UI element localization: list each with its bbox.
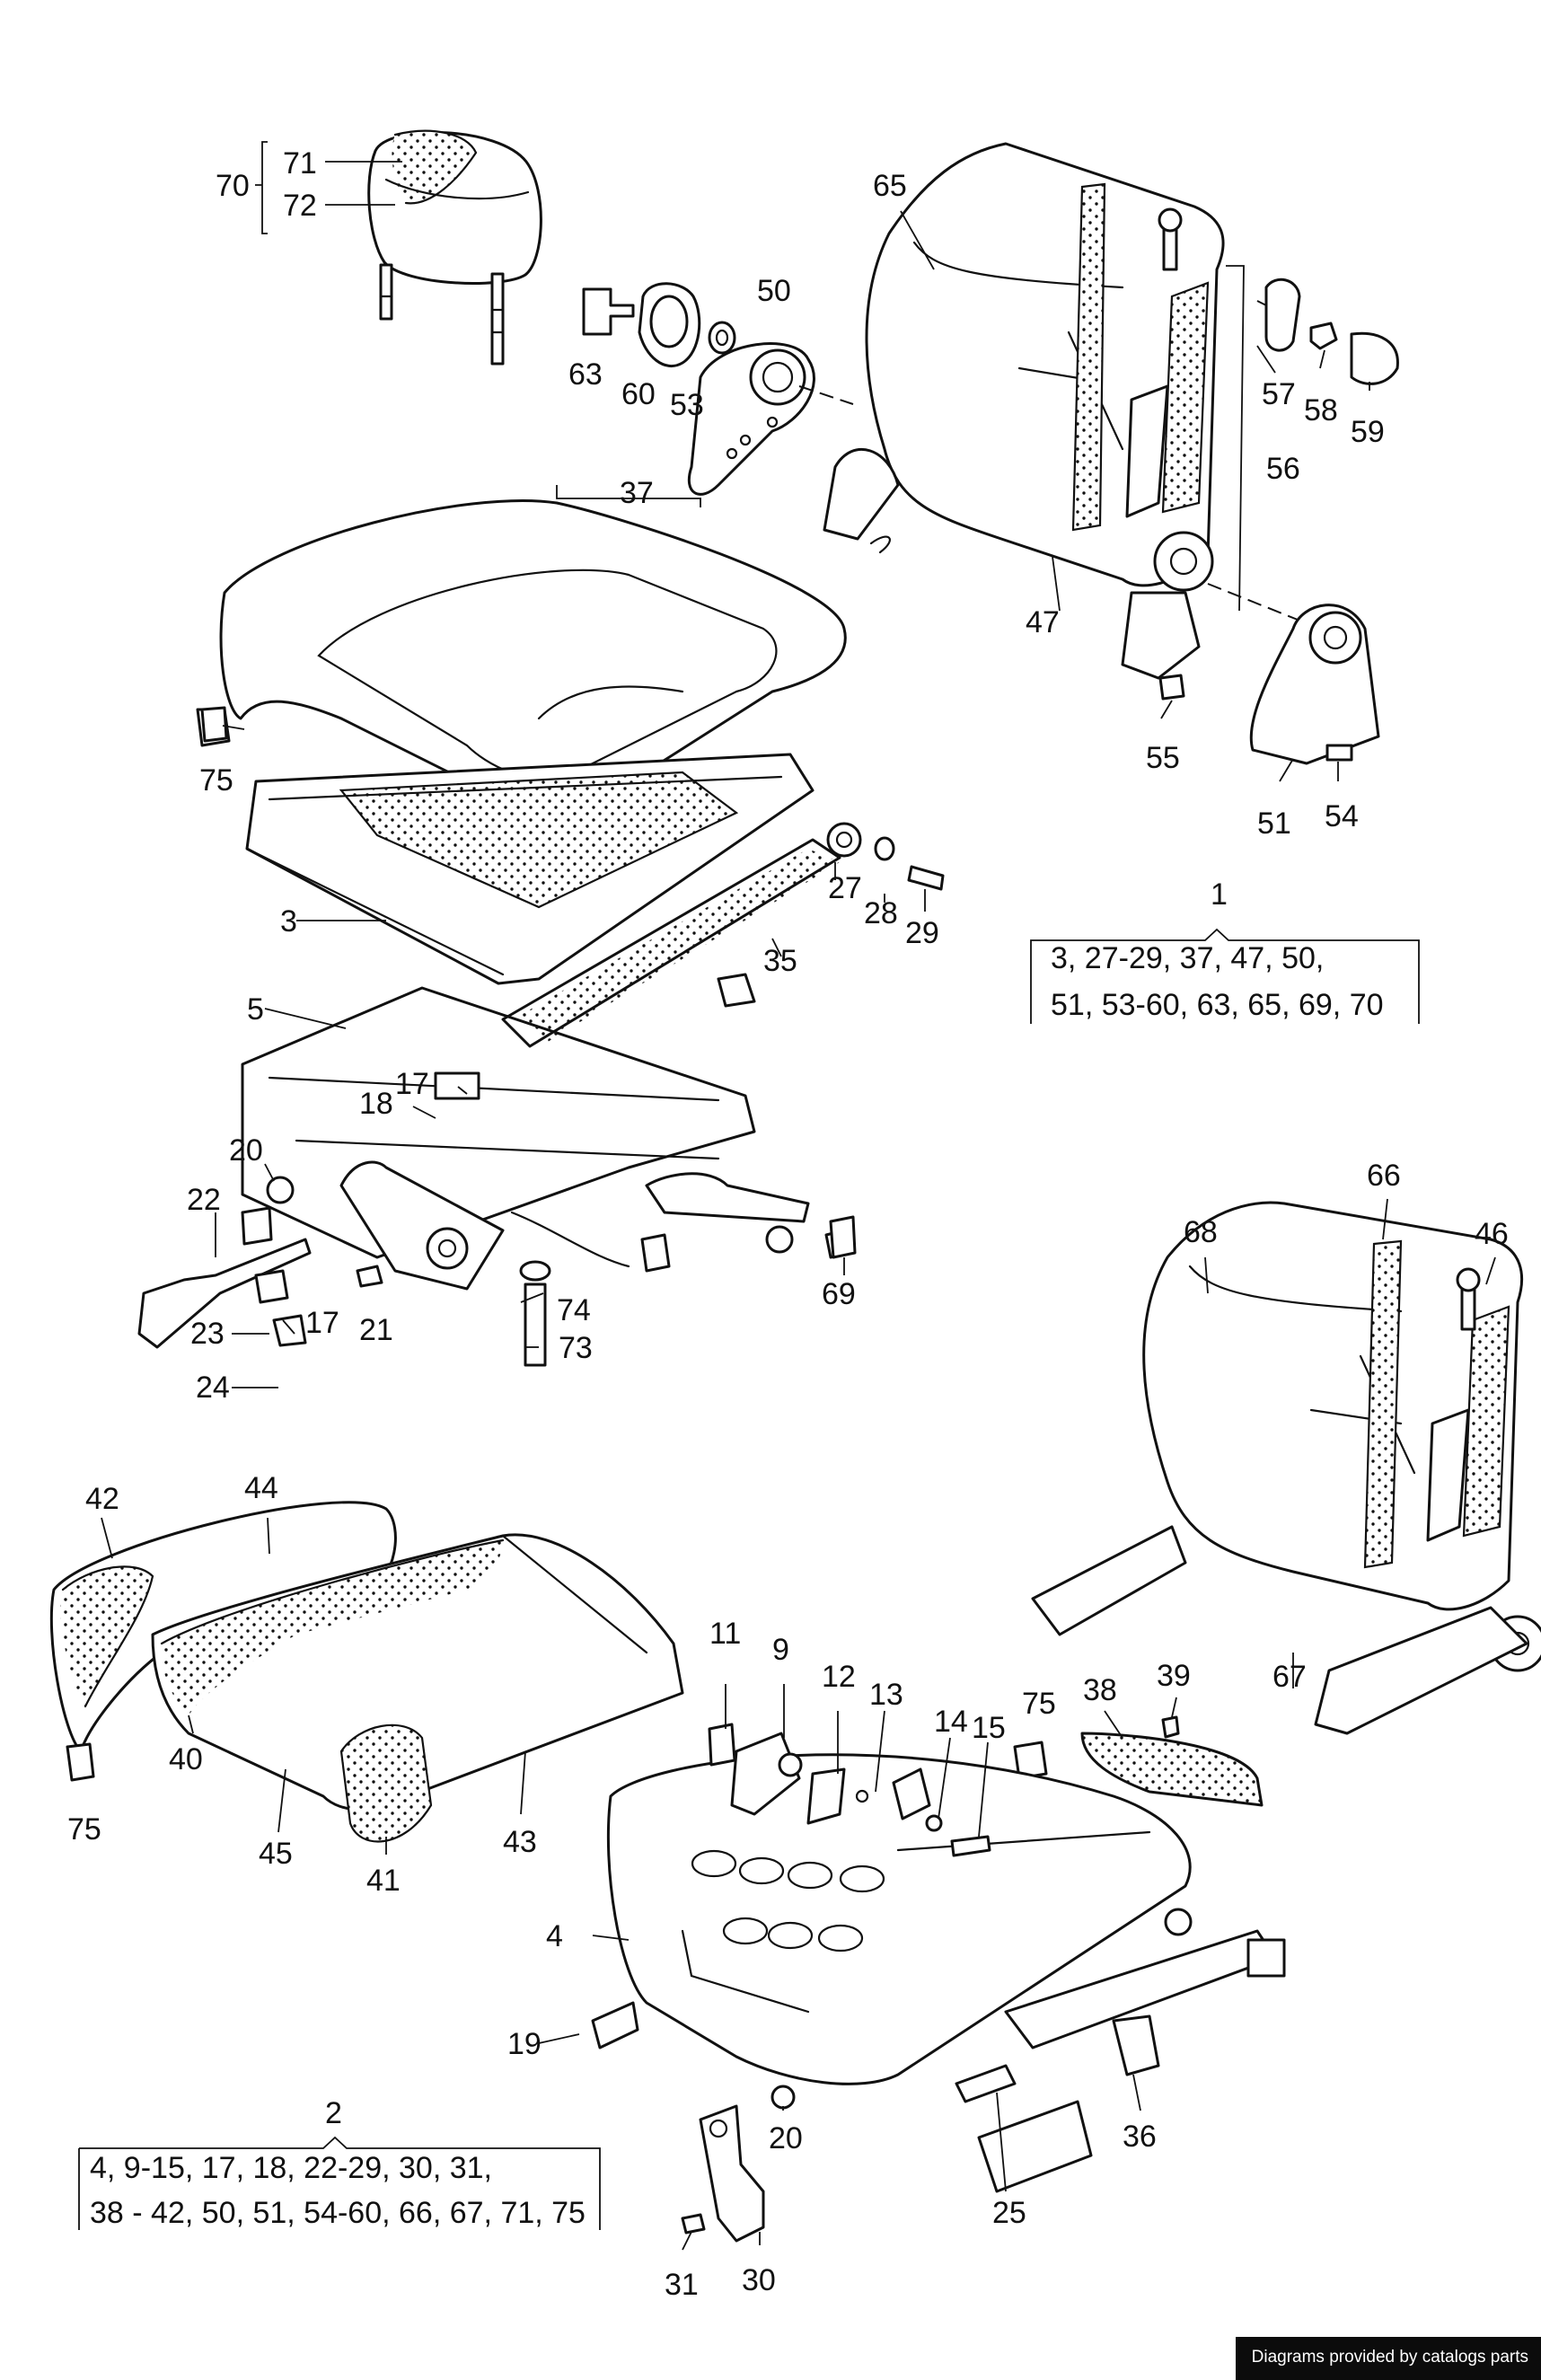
kit-1-line-1: 3, 27-29, 37, 47, 50, — [1051, 941, 1324, 975]
callout-54: 54 — [1325, 799, 1359, 833]
recliner-knob-part — [582, 282, 815, 496]
callout-39: 39 — [1157, 1659, 1191, 1693]
callout-30: 30 — [742, 2263, 776, 2297]
kit-lists: 3, 27-29, 37, 47, 50, 51, 53-60, 63, 65,… — [90, 941, 1384, 2230]
callout-labels: 1 2 3 4 5 9 11 12 13 14 15 17 17 18 19 2… — [67, 146, 1509, 2302]
headrest-part — [367, 129, 542, 366]
callout-57: 57 — [1262, 377, 1296, 411]
callout-13: 13 — [869, 1678, 903, 1712]
callout-74: 74 — [557, 1293, 591, 1327]
callout-2: 2 — [325, 2096, 342, 2130]
callout-20b: 20 — [769, 2121, 803, 2155]
callout-63: 63 — [568, 357, 603, 392]
callout-1: 1 — [1211, 877, 1228, 912]
callout-60: 60 — [621, 377, 656, 411]
callout-53: 53 — [670, 388, 704, 422]
clip-part — [829, 1215, 857, 1259]
callout-21: 21 — [359, 1313, 393, 1347]
callout-75c: 75 — [1022, 1687, 1056, 1721]
backrest-part — [823, 142, 1225, 680]
seat-trim-part — [501, 822, 945, 1048]
callout-47: 47 — [1026, 605, 1060, 639]
lower-seat-frame-part — [606, 1753, 1286, 2085]
callout-12: 12 — [822, 1660, 856, 1694]
sport-backrest-part — [1031, 1201, 1541, 1735]
callout-67: 67 — [1272, 1660, 1307, 1694]
kit-2-line-1: 4, 9-15, 17, 18, 22-29, 30, 31, — [90, 2151, 492, 2185]
callout-17b: 17 — [305, 1306, 339, 1340]
callout-75b: 75 — [67, 1812, 101, 1847]
kit-1-line-2: 51, 53-60, 63, 65, 69, 70 — [1051, 988, 1384, 1022]
callout-59: 59 — [1351, 415, 1385, 449]
seat-frame-part — [241, 986, 850, 1291]
side-bracket-part — [1158, 604, 1380, 765]
callout-27: 27 — [828, 871, 862, 905]
adjust-lever-part — [137, 1176, 551, 1367]
callout-9: 9 — [772, 1633, 789, 1667]
callout-14: 14 — [934, 1705, 968, 1739]
callout-11: 11 — [709, 1617, 741, 1651]
base-hardware-parts — [591, 2001, 1160, 2243]
callout-68: 68 — [1184, 1215, 1218, 1249]
callout-19: 19 — [507, 2027, 542, 2061]
callout-4: 4 — [546, 1919, 563, 1953]
callout-3: 3 — [280, 904, 297, 939]
callout-28: 28 — [864, 896, 898, 930]
callout-31: 31 — [665, 2268, 699, 2302]
callout-24: 24 — [196, 1371, 230, 1405]
callout-66: 66 — [1367, 1159, 1401, 1193]
callout-29: 29 — [905, 916, 939, 950]
seat-cushion-part — [196, 499, 847, 985]
callout-36: 36 — [1123, 2120, 1157, 2154]
seat-cover-part — [49, 1501, 684, 1843]
lever-caps-part — [1264, 278, 1399, 385]
callout-73: 73 — [559, 1331, 593, 1365]
side-trim-parts — [708, 1715, 1264, 1857]
callout-5: 5 — [247, 992, 264, 1027]
callout-20a: 20 — [229, 1133, 263, 1168]
callout-72: 72 — [283, 189, 317, 223]
clip-75c-part — [1013, 1741, 1048, 1780]
leader-lines — [101, 210, 1496, 2251]
callout-41: 41 — [366, 1864, 401, 1898]
callout-56: 56 — [1266, 452, 1300, 486]
callout-55: 55 — [1146, 741, 1180, 775]
callout-71: 71 — [283, 146, 317, 181]
clip-75b-part — [66, 1742, 95, 1782]
callout-43: 43 — [503, 1825, 537, 1859]
callout-22: 22 — [187, 1183, 221, 1217]
clip-75-part — [200, 706, 228, 743]
callout-50: 50 — [757, 274, 791, 308]
callout-17a: 17 — [395, 1067, 429, 1101]
callout-45: 45 — [259, 1837, 293, 1871]
credit-badge: Diagrams provided by catalogs parts — [1235, 2337, 1541, 2380]
callout-70: 70 — [216, 169, 250, 203]
kit-1-box — [1030, 928, 1420, 1024]
callout-42: 42 — [85, 1482, 119, 1516]
callout-44: 44 — [244, 1471, 278, 1505]
callout-25: 25 — [992, 2196, 1026, 2230]
callout-65: 65 — [873, 169, 907, 203]
callout-35: 35 — [763, 944, 797, 978]
callout-37: 37 — [620, 476, 654, 510]
callout-58: 58 — [1304, 393, 1338, 428]
callout-40: 40 — [169, 1742, 203, 1776]
callout-75a: 75 — [199, 763, 233, 798]
callout-23: 23 — [190, 1317, 225, 1351]
kit-2-box — [78, 2136, 601, 2230]
kit-2-line-2: 38 - 42, 50, 51, 54-60, 66, 67, 71, 75 — [90, 2196, 586, 2230]
callout-38: 38 — [1083, 1673, 1117, 1707]
callout-51: 51 — [1257, 807, 1291, 841]
callout-15: 15 — [972, 1711, 1006, 1745]
callout-46: 46 — [1475, 1217, 1509, 1251]
callout-18: 18 — [359, 1087, 393, 1121]
callout-69: 69 — [822, 1277, 856, 1311]
